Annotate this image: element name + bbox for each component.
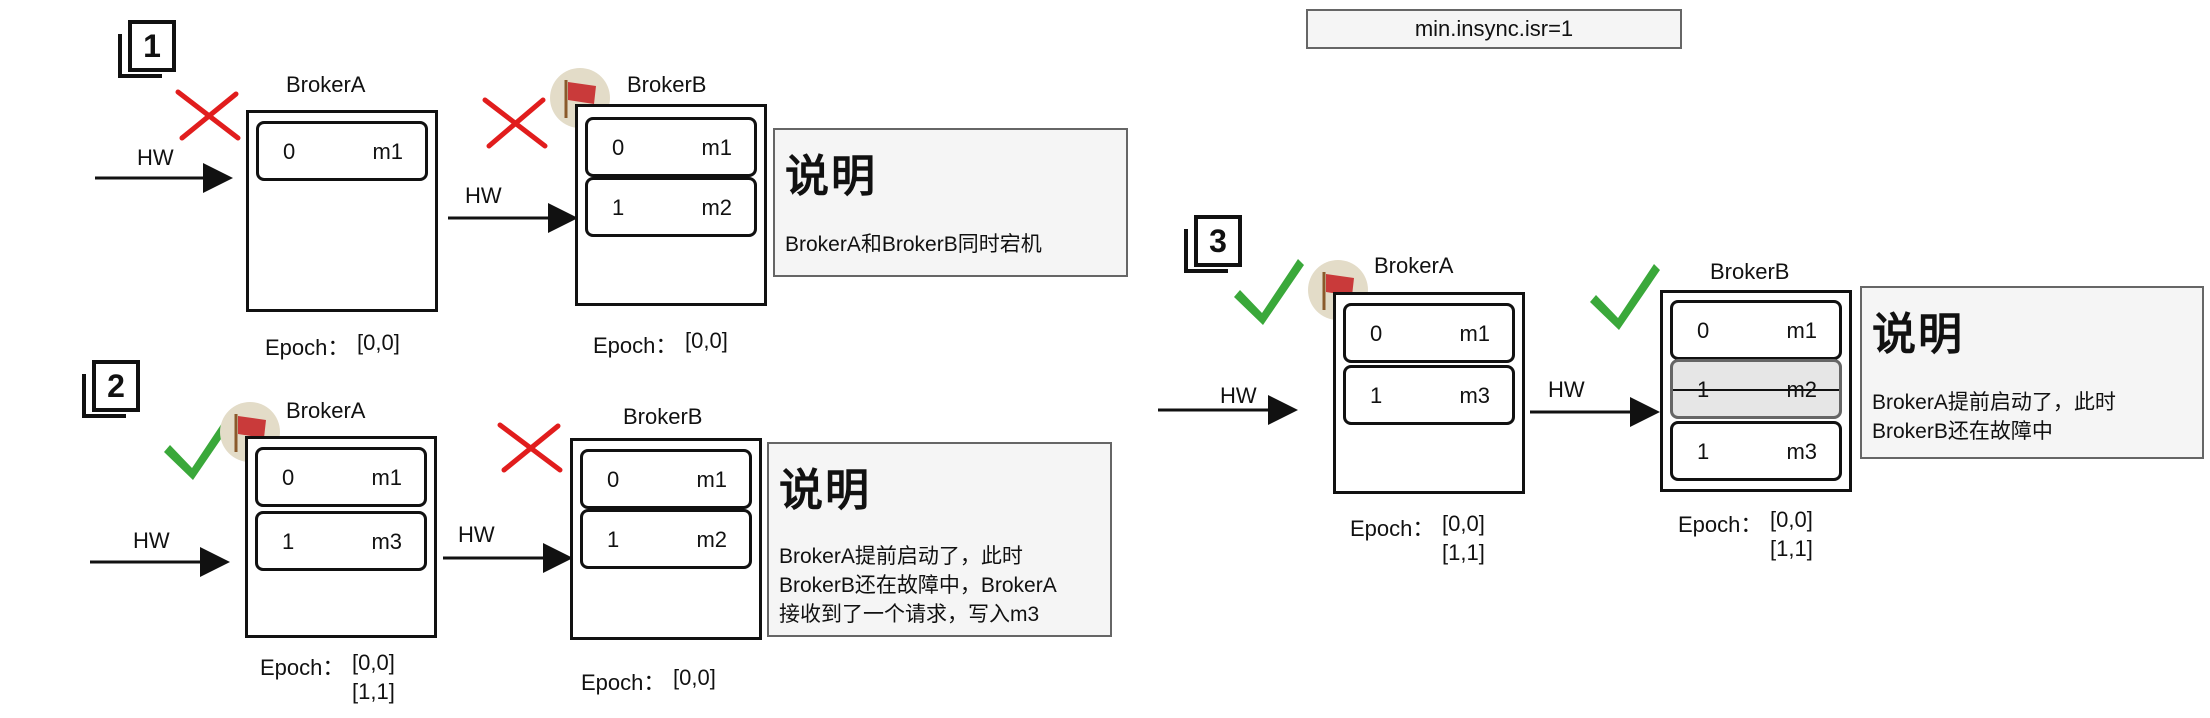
broker-b-log: 0 m1 1 m2 xyxy=(570,438,762,640)
note-text: BrokerB还在故障中，BrokerA xyxy=(779,574,1057,597)
log-row: 0 m1 xyxy=(255,447,427,507)
check-icon xyxy=(164,414,234,480)
broker-a-title: BrokerA xyxy=(1374,253,1454,278)
step-number: 3 xyxy=(1194,215,1242,267)
note-box: 说明 BrokerA提前启动了，此时 BrokerB还在故障中，BrokerA … xyxy=(767,442,1112,637)
log-row: 1 m3 xyxy=(1343,365,1515,425)
note-box: 说明 BrokerA和BrokerB同时宕机 xyxy=(773,128,1128,277)
step-number: 1 xyxy=(128,20,176,72)
check-icon xyxy=(1590,264,1660,330)
broker-a-epoch: Epoch： [0,0] [1,1] xyxy=(260,650,395,704)
broker-a-log: 0 m1 1 m3 xyxy=(245,436,437,638)
config-box: min.insync.isr=1 xyxy=(1306,9,1682,49)
note-title: 说明 xyxy=(779,466,871,515)
hw-label: HW xyxy=(458,522,495,547)
cross-icon xyxy=(175,89,241,141)
log-row: 1 m2 xyxy=(580,509,752,569)
log-row: 0 m1 xyxy=(580,449,752,509)
step-1-icon: 1 xyxy=(118,20,178,80)
check-icon xyxy=(1234,259,1304,325)
note-text: BrokerA提前启动了，此时 xyxy=(1872,391,2116,414)
log-row: 0 m1 xyxy=(585,117,757,177)
hw-label: HW xyxy=(133,528,170,553)
log-row: 0 m1 xyxy=(1343,303,1515,363)
note-title: 说明 xyxy=(1872,310,1964,359)
cross-icon xyxy=(497,422,563,473)
note-text: 接收到了一个请求，写入m3 xyxy=(779,603,1040,626)
broker-a-title: BrokerA xyxy=(286,398,366,423)
hw-label: HW xyxy=(1548,377,1585,402)
step-number: 2 xyxy=(92,360,140,412)
step-3-icon: 3 xyxy=(1184,215,1244,275)
note-title: 说明 xyxy=(785,152,877,201)
broker-b-epoch: Epoch： [0,0] [1,1] xyxy=(1678,507,1813,561)
broker-a-log: 0 m1 1 m3 xyxy=(1333,292,1525,494)
note-box: 说明 BrokerA提前启动了，此时 BrokerB还在故障中 xyxy=(1860,286,2204,459)
log-row: 1 m3 xyxy=(1670,421,1842,481)
broker-b-title: BrokerB xyxy=(627,72,707,97)
note-text: BrokerA提前启动了，此时 xyxy=(779,545,1023,568)
broker-b-title: BrokerB xyxy=(1710,259,1790,284)
broker-a-epoch: Epoch： [0,0] [1,1] xyxy=(1350,511,1485,565)
note-text: BrokerA和BrokerB同时宕机 xyxy=(785,233,1042,256)
broker-b-log: 0 m1 1 m2 xyxy=(575,104,767,306)
broker-b-epoch: Epoch： [0,0] xyxy=(581,665,716,695)
config-label: min.insync.isr=1 xyxy=(1414,16,1574,41)
log-row: 1 m2 xyxy=(585,177,757,237)
log-row: 0 m1 xyxy=(256,121,428,181)
strikethrough-line xyxy=(1673,389,1839,391)
log-row: 1 m3 xyxy=(255,511,427,571)
broker-b-log: 0 m1 1 m2 1 m3 xyxy=(1660,290,1852,492)
log-row: 0 m1 xyxy=(1670,300,1842,360)
broker-a-log: 0 m1 xyxy=(246,110,438,312)
broker-b-epoch: Epoch： [0,0] xyxy=(593,328,728,358)
hw-label: HW xyxy=(1220,383,1257,408)
note-text: BrokerB还在故障中 xyxy=(1872,420,2053,443)
hw-label: HW xyxy=(465,183,502,208)
broker-b-title: BrokerB xyxy=(623,404,703,429)
broker-a-epoch: Epoch： [0,0] xyxy=(265,330,400,360)
truncated-log-row: 1 m2 xyxy=(1670,359,1842,419)
hw-label: HW xyxy=(137,145,174,170)
step-2-icon: 2 xyxy=(82,360,142,420)
broker-a-title: BrokerA xyxy=(286,72,366,97)
cross-icon xyxy=(482,97,548,149)
